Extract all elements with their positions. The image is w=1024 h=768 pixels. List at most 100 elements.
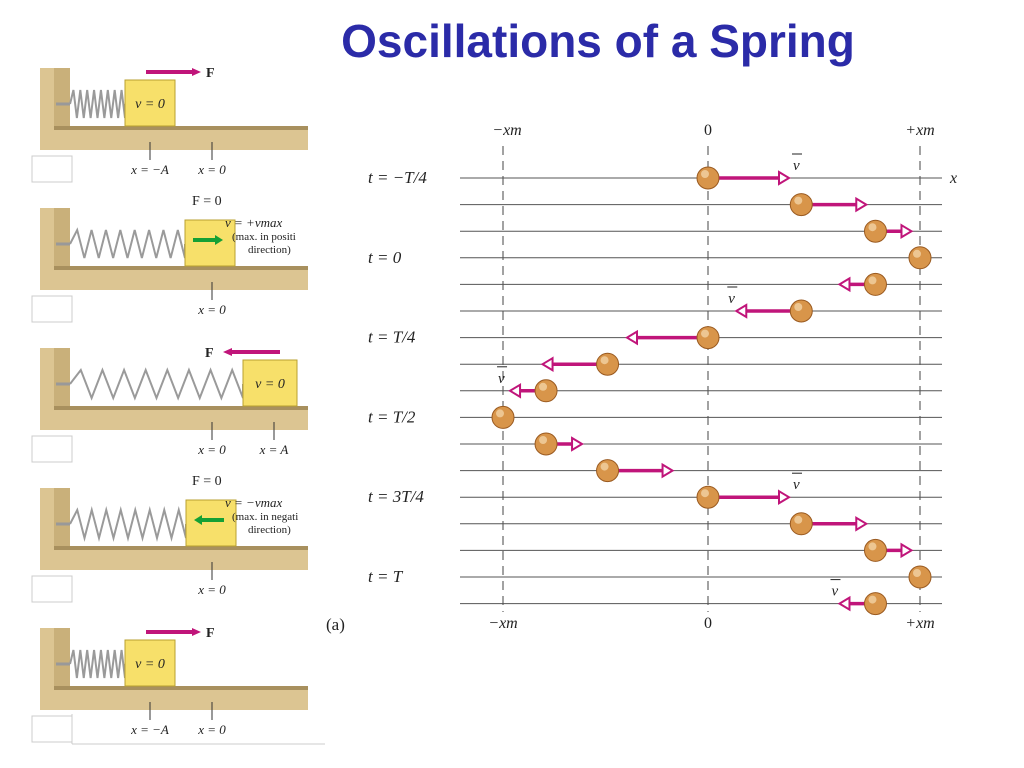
ball-highlight	[539, 436, 548, 444]
block	[184, 219, 236, 267]
ball-highlight	[701, 170, 709, 178]
force-label: F	[205, 346, 214, 361]
velocity-arrow-head	[625, 329, 638, 346]
slide-title: Oscillations of a Spring	[341, 15, 855, 67]
ball-highlight	[794, 303, 803, 311]
ball-highlight	[701, 489, 709, 498]
ball	[596, 459, 620, 483]
force-arrow-head	[223, 348, 232, 356]
velocity-note: direction)	[248, 244, 291, 256]
velocity-label: v	[728, 291, 735, 307]
ball	[789, 193, 813, 217]
spring	[69, 506, 187, 542]
ball	[534, 432, 558, 456]
ball	[863, 219, 887, 243]
velocity-note: (max. in negati	[232, 511, 298, 523]
velocity-arrow-head	[661, 462, 675, 479]
floor-edge	[54, 406, 308, 410]
floor-edge	[54, 686, 308, 690]
wall-face	[54, 348, 70, 406]
ball	[908, 565, 932, 589]
spring	[69, 227, 186, 259]
axis-label: x	[949, 170, 957, 187]
force-label: F	[206, 66, 215, 81]
ball-highlight	[539, 382, 548, 391]
ball-highlight	[913, 249, 921, 258]
velocity-arrow-head	[194, 515, 202, 525]
velocity-note: (max. in positi	[232, 231, 296, 243]
ball-highlight	[600, 356, 609, 365]
velocity-arrow-head	[571, 436, 584, 452]
time-label: t = −T/4	[368, 168, 427, 187]
time-label: t = T/2	[368, 407, 416, 426]
bottom-label-left: −xm	[488, 615, 517, 632]
top-label-right: +xm	[905, 122, 934, 139]
force-arrow-head	[192, 628, 201, 636]
tick-label: x = −A	[130, 722, 169, 737]
time-label: t = T	[368, 567, 404, 586]
velocity-arrow-head	[540, 356, 554, 372]
time-label: t = 3T/4	[368, 487, 424, 506]
ball	[696, 166, 720, 190]
ball-highlight	[496, 409, 504, 418]
top-label-left: −xm	[492, 122, 521, 139]
wall-face	[54, 208, 70, 266]
panel-frame	[31, 575, 73, 603]
time-label: t = T/4	[368, 328, 416, 347]
time-label: t = 0	[368, 248, 402, 267]
tick-label: x = 0	[197, 582, 226, 597]
ball-highlight	[701, 329, 709, 338]
force-label: F = 0	[192, 194, 222, 209]
block-label: v = 0	[255, 377, 285, 392]
wall-face	[54, 628, 70, 686]
ball	[596, 352, 620, 376]
ball-highlight	[794, 515, 803, 524]
floor-edge	[54, 266, 308, 270]
ball-highlight	[868, 276, 877, 285]
velocity-note: v = −vmax	[225, 495, 282, 510]
velocity-arrow-head	[900, 542, 914, 559]
ball-highlight	[913, 569, 921, 577]
velocity-label: v	[498, 371, 505, 387]
velocity-note: direction)	[248, 524, 291, 536]
spring-panel-2: F = 0v = +vmax(max. in positidirection)x…	[31, 194, 308, 323]
bottom-label-center: 0	[704, 615, 712, 632]
spring	[69, 89, 126, 119]
velocity-arrow-head	[778, 489, 791, 505]
force-label: F	[206, 626, 215, 641]
panel-label: (a)	[326, 615, 345, 634]
ball	[789, 299, 813, 323]
tick-label: x = 0	[197, 442, 226, 457]
tick-label: x = 0	[197, 722, 226, 737]
block	[185, 499, 237, 547]
wall-face	[54, 488, 70, 546]
ball-highlight	[868, 542, 877, 551]
top-label-center: 0	[704, 122, 712, 139]
force-arrow-head	[192, 68, 201, 76]
spring-panel-5: v = 0 Fx = −A x = 0	[31, 626, 308, 743]
block-label: v = 0	[135, 657, 165, 672]
velocity-arrow-head	[778, 170, 791, 186]
ball	[863, 592, 887, 616]
ball-highlight	[600, 462, 609, 471]
velocity-arrow-head	[734, 303, 748, 319]
velocity-arrow-head	[900, 223, 914, 239]
wall-face	[54, 68, 70, 126]
ball	[908, 246, 932, 270]
block	[124, 79, 176, 127]
velocity-arrow-head	[837, 595, 851, 612]
spring	[69, 367, 244, 401]
tick-label: x = A	[259, 442, 289, 457]
ball	[491, 405, 515, 429]
block-label: v = 0	[135, 97, 165, 112]
velocity-arrow-head	[855, 196, 869, 213]
spring	[69, 649, 126, 679]
floor-edge	[54, 126, 308, 130]
velocity-label: v	[793, 477, 800, 493]
velocity-label: v	[831, 584, 838, 600]
force-label: F = 0	[192, 474, 222, 489]
velocity-arrow-head	[837, 276, 851, 293]
velocity-note: v = +vmax	[225, 215, 282, 230]
ball	[863, 272, 887, 296]
